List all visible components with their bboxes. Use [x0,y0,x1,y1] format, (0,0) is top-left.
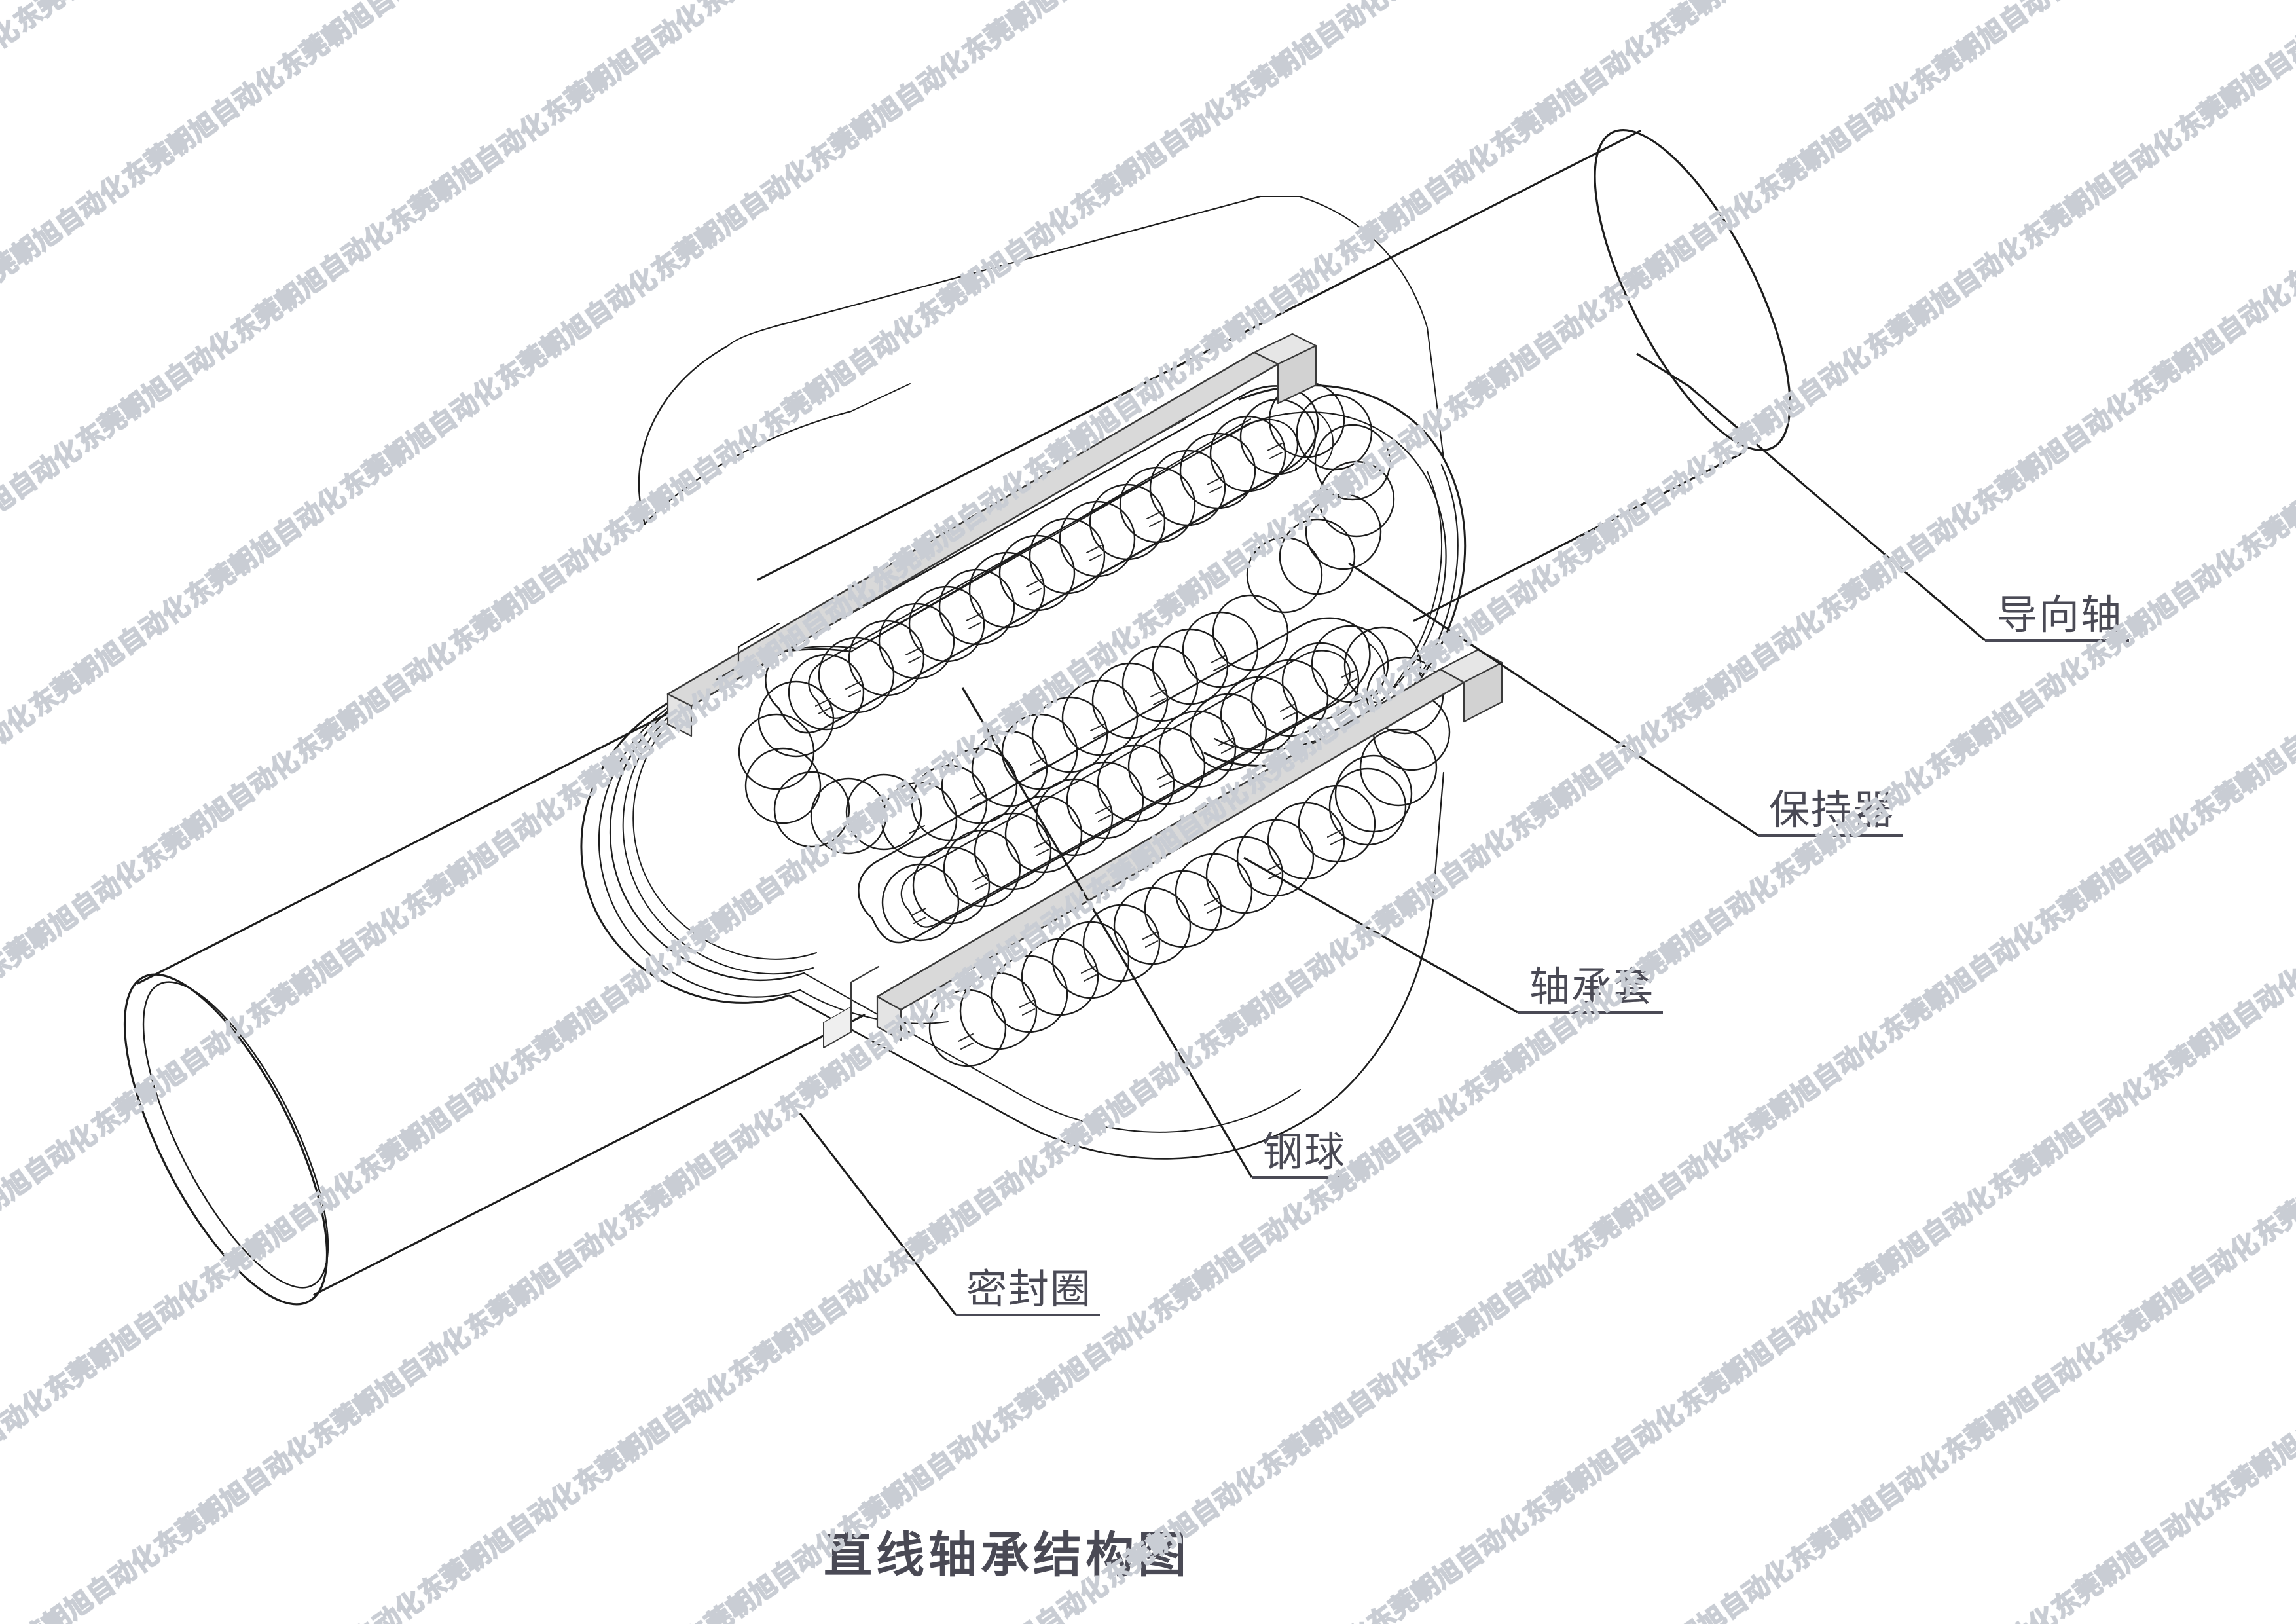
callout-seal-ring[interactable]: 密封圈 [799,1113,1100,1316]
leader-extension-guide-shaft [1636,352,1690,388]
diagram-title: 直线轴承结构图 [824,1527,1190,1583]
guide-shaft-geometry [123,128,1791,1306]
label-guide-shaft: 导向轴 [1997,591,2123,638]
label-seal-ring: 密封圈 [966,1265,1092,1313]
leader-line-bearing-sleeve [1243,857,1518,1014]
ball-row-front [928,767,1407,1067]
leader-line-guide-shaft [1688,385,1986,642]
callout-bearing-sleeve[interactable]: 轴承套 [1243,857,1663,1014]
label-bearing-sleeve: 轴承套 [1529,963,1655,1010]
steel-ball-rows [738,381,1451,1067]
callout-guide-shaft[interactable]: 导向轴 [1688,385,2129,642]
label-retainer: 保持器 [1769,786,1895,834]
ball-row-lower [881,625,1389,942]
label-steel-ball: 钢球 [1262,1128,1346,1175]
leader-line-seal-ring [799,1113,957,1316]
